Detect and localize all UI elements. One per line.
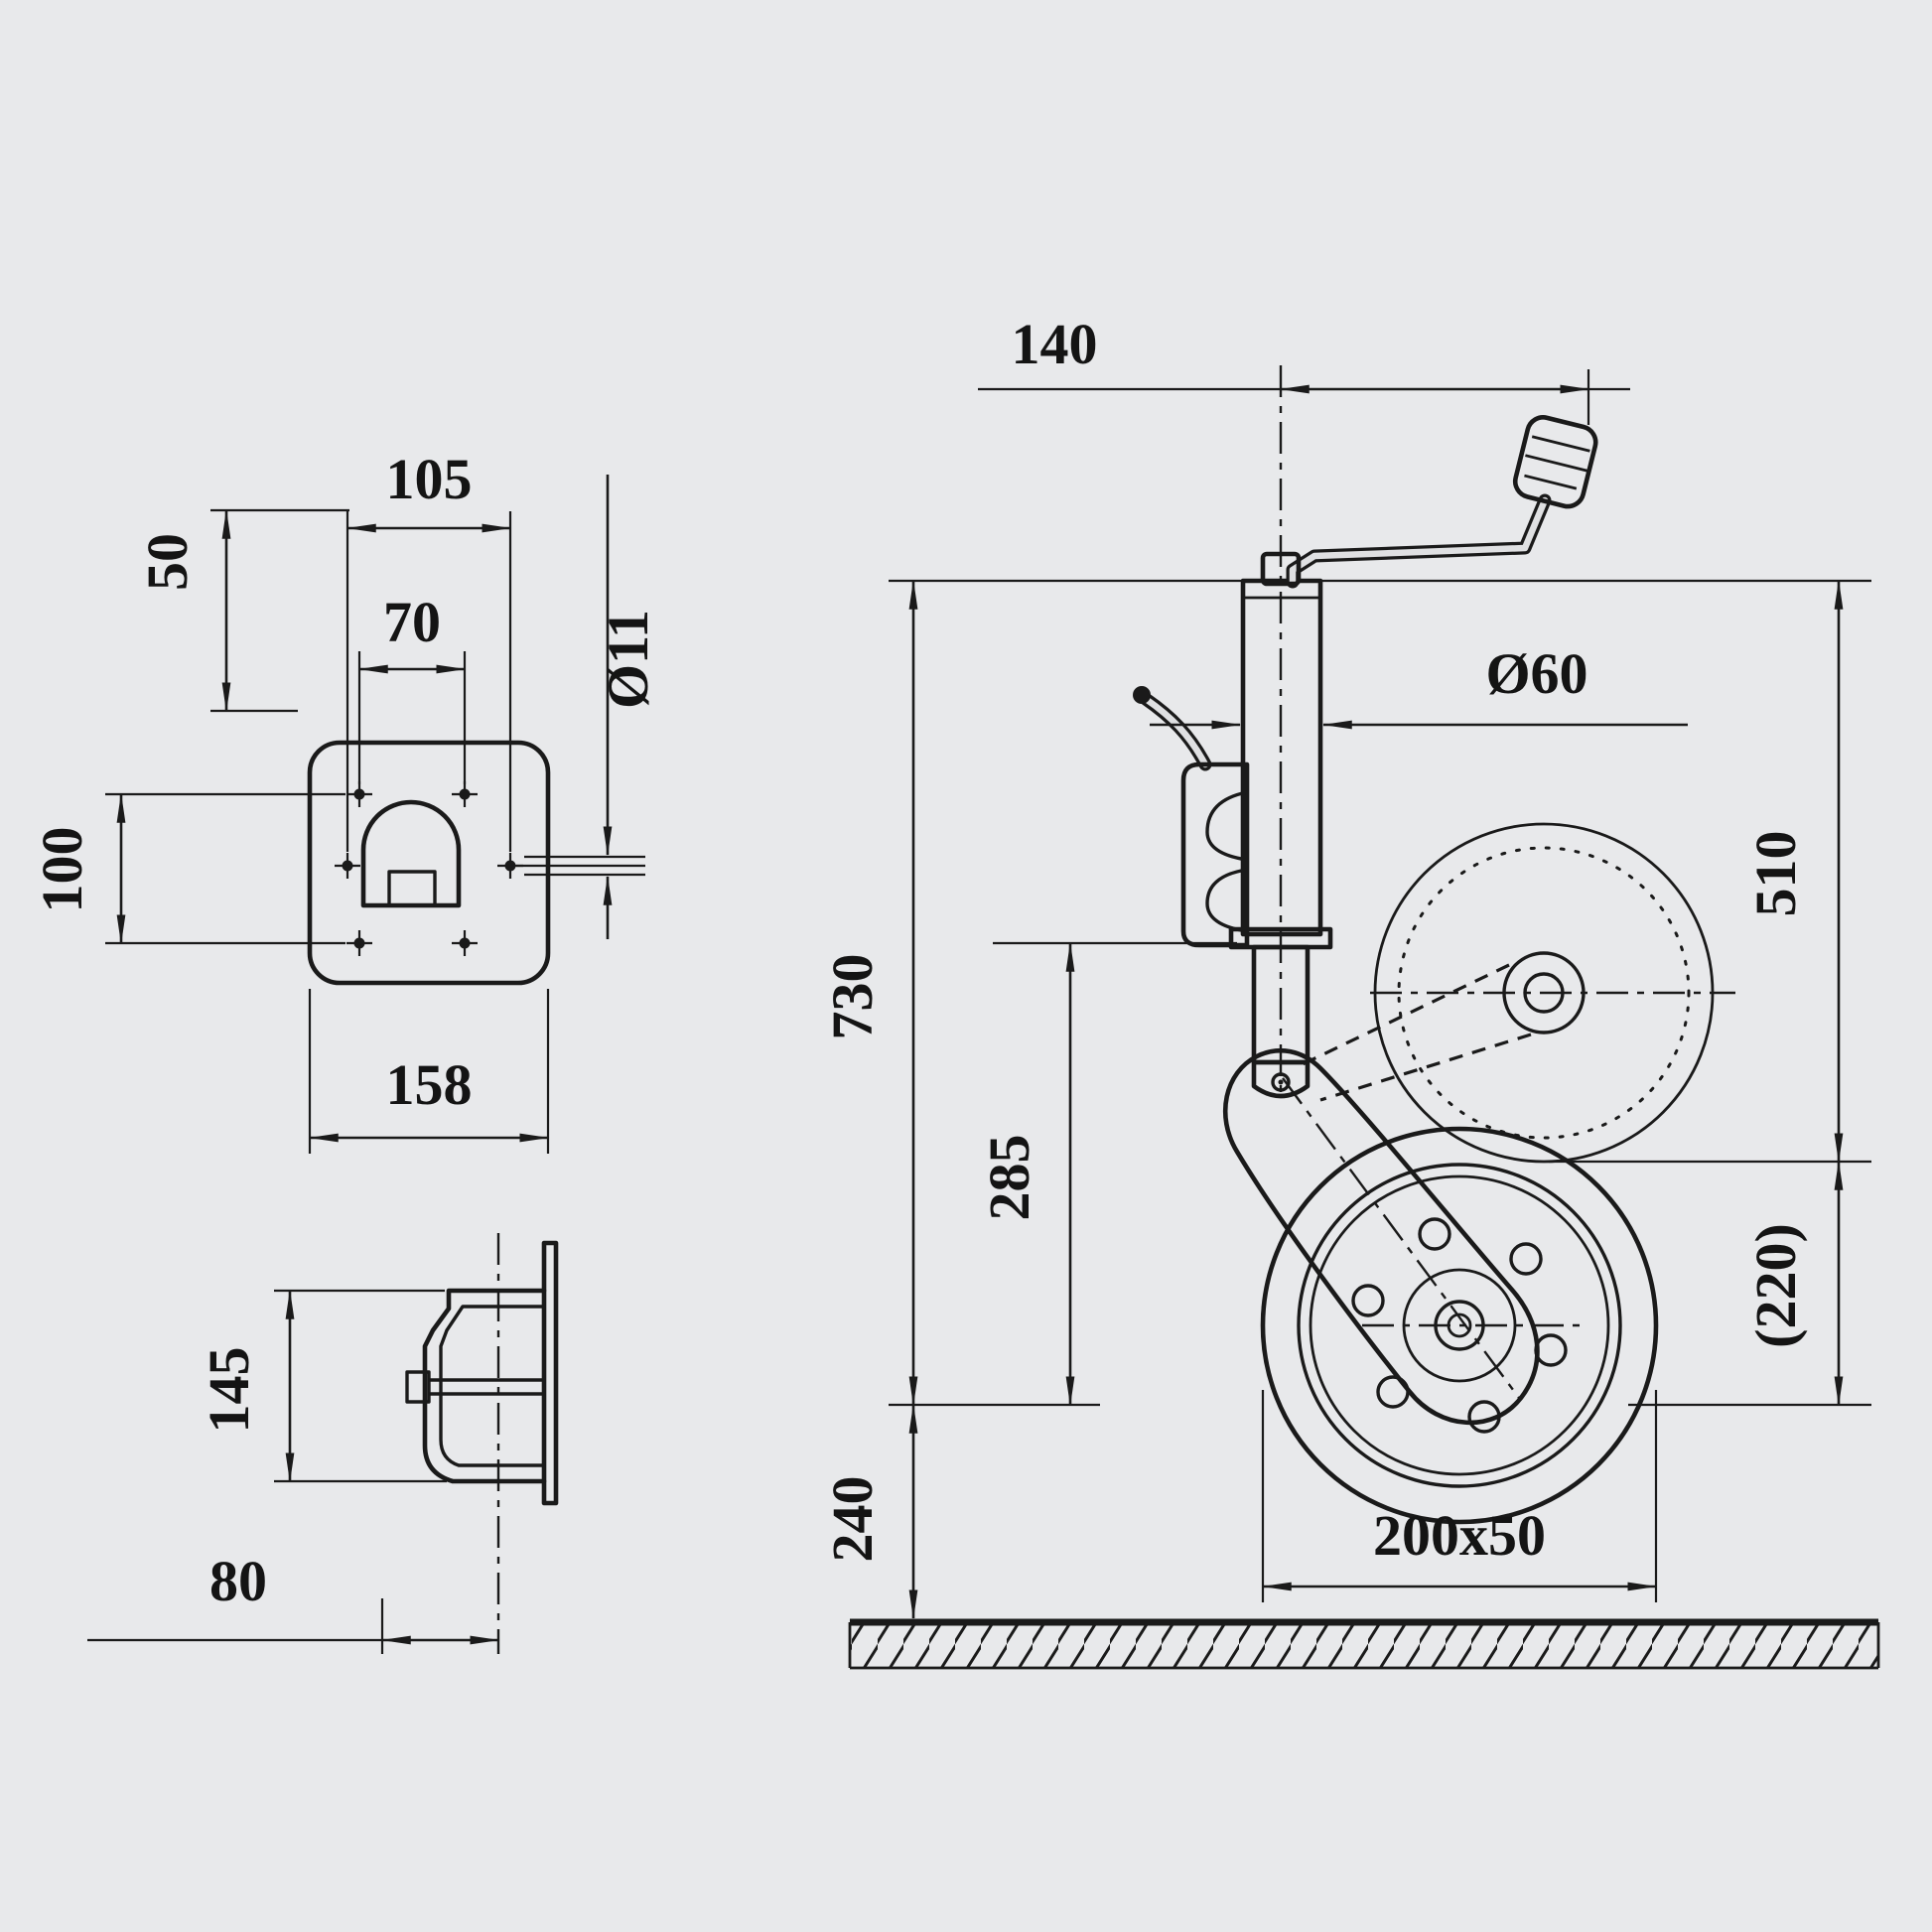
bolt-holes <box>335 781 523 956</box>
rim-hole <box>1534 1333 1568 1367</box>
rim <box>1297 1163 1622 1488</box>
jack-tube <box>1228 578 1333 1099</box>
dim-145: 145 <box>197 1289 447 1483</box>
dim-hole-diameter: Ø11 <box>516 475 660 939</box>
jockey-wheel-side-view: 140 Ø60 730 240 285 510 ( <box>820 312 1880 1670</box>
rim-hole <box>1418 1217 1451 1251</box>
dim-200x50-label: 200x50 <box>1373 1503 1546 1568</box>
clamp-bracket-side-view: 145 80 <box>87 1233 559 1654</box>
dim-tube-diameter: Ø60 <box>1150 641 1688 730</box>
ground <box>848 1618 1880 1670</box>
dim-140: 140 <box>978 312 1630 425</box>
dim-140-label: 140 <box>1012 312 1098 376</box>
dim-11-label: Ø11 <box>596 610 660 709</box>
swivel-fork <box>1251 1059 1311 1099</box>
dim-50: 50 <box>135 508 349 713</box>
dim-730-label: 730 <box>820 954 885 1040</box>
dim-50-label: 50 <box>135 533 200 591</box>
plate-slot-notch <box>387 870 437 905</box>
bolt-hole <box>452 781 478 807</box>
bolt-hole <box>346 930 372 956</box>
clamp-body <box>1180 761 1250 948</box>
crank-handle <box>1260 415 1598 589</box>
dim-wheel-size: 200x50 <box>1261 1390 1658 1602</box>
clamp-lever-knob <box>1133 686 1151 704</box>
retracted-tire-outline <box>1373 822 1715 1164</box>
outer-tube <box>1240 578 1323 937</box>
rim-hole <box>1351 1284 1385 1317</box>
bracket-back-plate <box>541 1240 559 1506</box>
arm-body <box>1222 1047 1540 1426</box>
swivel-arm <box>1222 1047 1540 1426</box>
axle-bolt <box>1434 1300 1485 1351</box>
bracket-profile-inner <box>439 1305 544 1467</box>
dim-158: 158 <box>308 989 550 1154</box>
bolt-hole <box>335 853 360 879</box>
dim-145-label: 145 <box>197 1347 261 1434</box>
retracted-arm-edge <box>1302 963 1510 1066</box>
dim-285-label: 285 <box>977 1135 1041 1221</box>
dim-158-label: 158 <box>386 1052 473 1117</box>
hub-recess <box>1402 1268 1517 1383</box>
mount-plate <box>307 740 551 986</box>
rim-hole <box>1509 1242 1543 1276</box>
hidden-tire-edge <box>1261 1127 1460 1326</box>
wheel-retracted-phantom <box>1302 822 1715 1164</box>
dim-100: 100 <box>30 792 345 945</box>
arm-pivot <box>1271 1072 1291 1092</box>
dim-60-label: Ø60 <box>1485 641 1587 706</box>
dim-80-label: 80 <box>209 1549 267 1613</box>
retracted-hub <box>1502 951 1586 1035</box>
bracket-profile-outer <box>422 1288 547 1484</box>
dim-240: 240 <box>820 1403 918 1620</box>
tube-clamp <box>1133 686 1250 948</box>
dim-220: (220) <box>1743 1160 1844 1407</box>
dim-105: 105 <box>345 447 512 852</box>
dim-240-label: 240 <box>820 1476 885 1563</box>
ground-hatch <box>850 1622 1878 1668</box>
bolt-hole <box>452 930 478 956</box>
dim-730: 730 <box>820 579 918 1407</box>
gear-collar <box>1260 551 1302 587</box>
dim-285: 285 <box>977 941 1075 1407</box>
swivel-arm-centerline <box>1282 1077 1520 1399</box>
dim-70-label: 70 <box>383 590 441 654</box>
mounting-plate-top-view: 105 70 50 100 158 <box>30 447 660 1154</box>
dim-70: 70 <box>357 590 467 784</box>
dim-220-label: (220) <box>1743 1223 1808 1348</box>
dim-80: 80 <box>87 1549 500 1654</box>
bolt-hole <box>346 781 372 807</box>
crank-rod <box>1286 493 1552 589</box>
dim-510-label: 510 <box>1743 831 1808 917</box>
dim-510: 510 <box>1743 579 1844 1164</box>
dim-105-label: 105 <box>386 447 473 511</box>
clamp-bolt-head <box>405 1370 431 1404</box>
dim-100-label: 100 <box>30 827 94 913</box>
crank-knob <box>1512 415 1598 509</box>
plate-arch-slot <box>360 799 462 908</box>
